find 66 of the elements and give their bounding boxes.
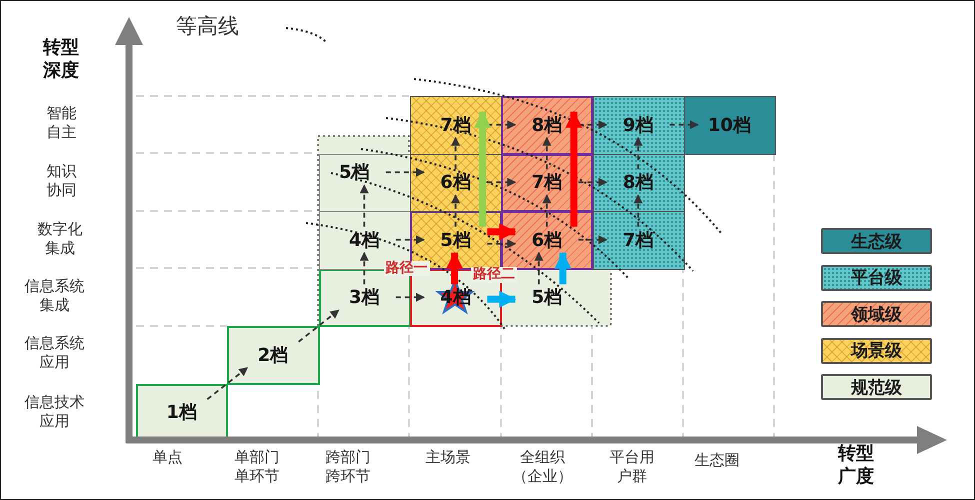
arrow <box>360 184 369 227</box>
path-arrow <box>487 290 516 308</box>
axis-label: 生态圈 <box>694 451 740 470</box>
arrow <box>360 252 369 284</box>
arrow <box>487 178 516 187</box>
legend-label: 平台级 <box>851 267 902 289</box>
level-label: 10档 <box>698 112 762 138</box>
level-label: 8档 <box>515 112 578 138</box>
arrow <box>634 136 643 170</box>
axis-title: 转型广度 <box>836 443 875 488</box>
level-label: 7档 <box>424 112 488 138</box>
level-label: 5档 <box>424 226 488 253</box>
axis-label: 平台用户群 <box>608 448 656 486</box>
legend-label: 场景级 <box>851 340 902 362</box>
path-arrow <box>565 110 582 227</box>
arrow <box>487 239 516 248</box>
arrow <box>542 194 552 227</box>
arrow <box>487 120 516 130</box>
axis-label: 跨部门跨环节 <box>324 448 372 486</box>
axis-label: 数字化集成 <box>36 220 84 258</box>
level-label: 2档 <box>241 342 305 368</box>
arrow <box>396 235 425 244</box>
legend-label: 生态级 <box>851 230 902 252</box>
axis-title: 转型深度 <box>42 37 80 82</box>
arrow <box>451 194 460 227</box>
axis-label: 信息技术应用 <box>24 393 86 430</box>
axis-label: 智能自主 <box>46 104 78 142</box>
level-label: 1档 <box>150 399 214 426</box>
level-label: 5档 <box>515 284 578 310</box>
axis-label: 主场景 <box>424 448 472 467</box>
level-label: 9档 <box>606 112 670 138</box>
level-label: 5档 <box>322 159 386 186</box>
arrow <box>386 168 425 177</box>
axis-label: 知识协同 <box>46 162 78 200</box>
axis-label: 单部门单环节 <box>234 448 280 486</box>
arrow <box>578 235 608 244</box>
level-label: 8档 <box>606 169 670 196</box>
axis-label: 单点 <box>152 448 184 467</box>
level-label: 6档 <box>424 169 488 196</box>
axis-label: 等高线 <box>175 13 240 40</box>
axis-label: 信息系统应用 <box>24 334 86 372</box>
arrow <box>634 194 643 227</box>
arrow <box>298 310 340 342</box>
path-arrow <box>446 252 464 284</box>
axis-label: 信息系统集成 <box>24 277 86 314</box>
arrow <box>396 292 425 302</box>
arrow <box>542 136 552 170</box>
arrow <box>534 252 544 284</box>
edge-label: 路径一 <box>384 260 430 276</box>
level-label: 4档 <box>332 226 396 253</box>
path-arrow <box>554 252 572 284</box>
legend-label: 领域级 <box>851 304 902 326</box>
level-label: 7档 <box>606 226 670 253</box>
path-arrow <box>474 110 492 227</box>
level-label: 3档 <box>332 284 396 310</box>
arrow <box>451 136 460 170</box>
edge-label: 路径二 <box>471 267 518 283</box>
arrow <box>206 367 248 400</box>
axis-label: 全组织（企业） <box>512 448 574 486</box>
arrow <box>670 120 699 130</box>
arrow <box>578 120 608 130</box>
arrow <box>578 178 608 187</box>
level-label: 6档 <box>515 226 578 253</box>
level-label: 7档 <box>515 169 578 196</box>
legend-label: 规范级 <box>851 376 902 398</box>
path-arrow <box>487 223 516 240</box>
